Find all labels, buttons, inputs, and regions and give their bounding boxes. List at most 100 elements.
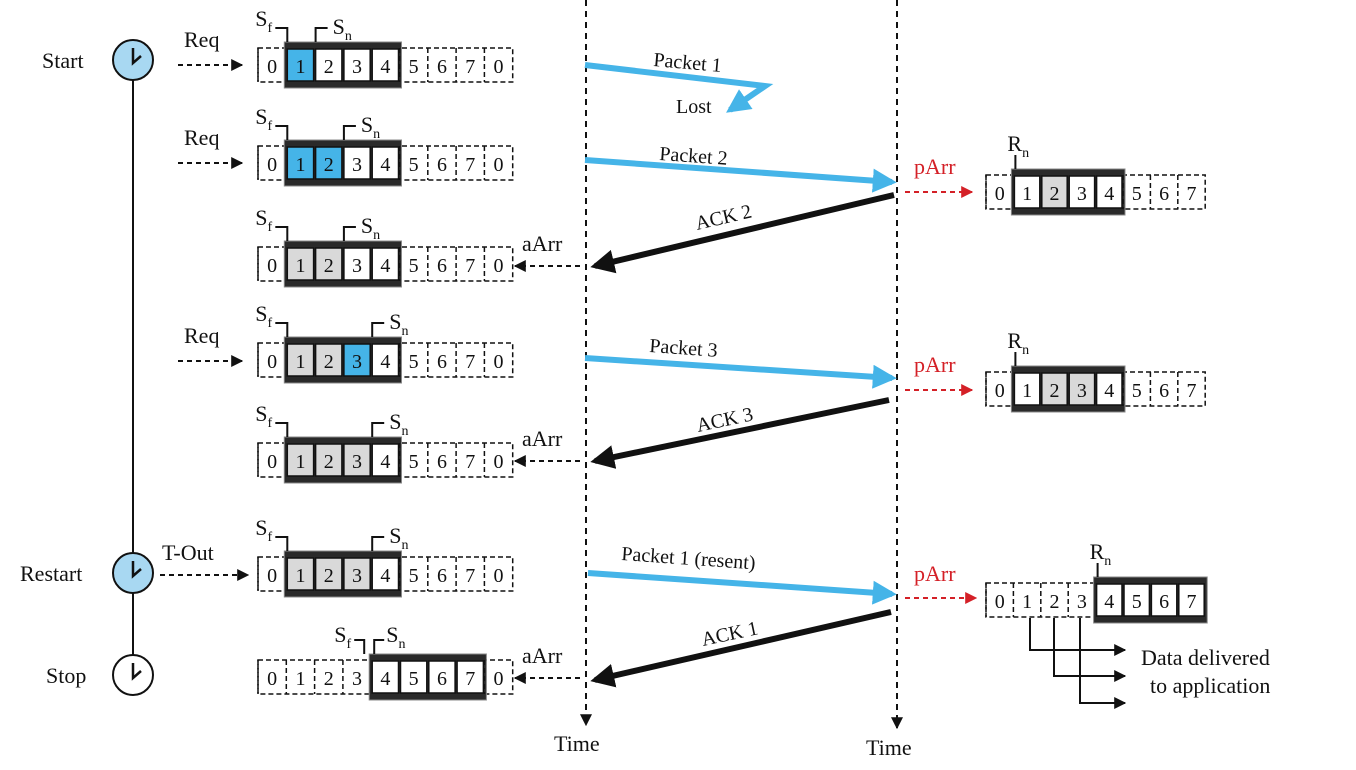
req-label-3: Req [184, 323, 219, 348]
packet-3-arrow [584, 355, 897, 389]
sequence-number: 6 [1159, 183, 1169, 205]
sequence-number: 6 [437, 351, 447, 373]
sequence-number: 0 [267, 451, 277, 473]
window-cell [1095, 175, 1123, 209]
aarr-label-3: aArr [522, 643, 563, 668]
sequence-number: 7 [465, 668, 475, 690]
sequence-number: 2 [324, 451, 334, 473]
window-cell [1178, 583, 1205, 617]
sequence-number: 6 [1159, 380, 1169, 402]
window-cell [286, 443, 315, 477]
window-cell [314, 443, 343, 477]
sequence-number: 1 [1022, 380, 1032, 402]
rn-label: Rn [1090, 539, 1112, 569]
sequence-number: 5 [1132, 183, 1142, 205]
window-cell [1013, 372, 1041, 406]
sequence-number: 2 [324, 565, 334, 587]
sequence-number: 5 [409, 451, 419, 473]
packet-2-label: Packet 2 [659, 143, 729, 170]
sequence-number: 4 [380, 56, 390, 78]
window-cell [371, 48, 400, 82]
window-cell [371, 443, 400, 477]
sn-pointer [371, 322, 385, 337]
sequence-number: 2 [324, 154, 334, 176]
window-cell [371, 343, 400, 377]
sequence-number: 6 [437, 56, 447, 78]
start-label: Start [42, 48, 84, 73]
sequence-number: 5 [1132, 380, 1142, 402]
sequence-number: 0 [494, 565, 504, 587]
sequence-number: 1 [295, 255, 305, 277]
window-cell [286, 48, 315, 82]
window-cell [314, 48, 343, 82]
window-cell [343, 48, 371, 82]
window-cell [1123, 583, 1151, 617]
sequence-number: 2 [1050, 183, 1060, 205]
window-cell [1041, 372, 1068, 406]
time-label-sender: Time [554, 731, 600, 756]
sequence-number: 0 [494, 668, 504, 690]
sequence-number: 6 [437, 154, 447, 176]
window-cell [343, 443, 371, 477]
window-cell [314, 343, 343, 377]
window-cell [343, 343, 371, 377]
sf-label: Sf [255, 104, 272, 134]
window-cell [1013, 175, 1041, 209]
window-cell [286, 557, 315, 591]
ack-2-arrow [590, 192, 895, 274]
window-cell [343, 146, 371, 180]
stop-label: Stop [46, 663, 86, 688]
sequence-number: 1 [295, 565, 305, 587]
sequence-number: 5 [409, 668, 419, 690]
sf-label: Sf [255, 515, 272, 545]
sequence-number: 0 [995, 380, 1005, 402]
packet-1-arrow-lost [584, 62, 774, 113]
restart-label: Restart [20, 561, 82, 586]
sequence-number: 4 [380, 351, 390, 373]
window-cell [286, 146, 315, 180]
sn-pointer [373, 639, 385, 654]
rn-label: Rn [1007, 131, 1029, 161]
sequence-number: 3 [352, 154, 362, 176]
packet-3-label: Packet 3 [649, 335, 719, 362]
sequence-number: 3 [352, 668, 362, 690]
sf-label: Sf [255, 401, 272, 431]
data-delivered-line1: Data delivered [1141, 645, 1270, 670]
sequence-number: 7 [1187, 591, 1197, 613]
sf-label: Sf [334, 622, 351, 652]
sequence-number: 0 [995, 591, 1005, 613]
sf-label: Sf [255, 6, 272, 36]
sequence-number: 2 [324, 351, 334, 373]
sn-label: Sn [361, 112, 380, 142]
sequence-number: 1 [1022, 183, 1032, 205]
sequence-number: 0 [494, 56, 504, 78]
window-cell [371, 660, 400, 694]
sequence-number: 6 [437, 668, 447, 690]
sn-pointer [342, 125, 356, 140]
packet-1-resent-label: Packet 1 (resent) [621, 543, 757, 574]
sequence-number: 5 [409, 154, 419, 176]
sequence-number: 4 [380, 255, 390, 277]
window-cell [371, 146, 400, 180]
sequence-number: 3 [1077, 591, 1087, 613]
sn-label: Sn [361, 213, 380, 243]
aarr-label-2: aArr [522, 426, 563, 451]
sequence-number: 7 [1187, 380, 1197, 402]
window-cell [371, 557, 400, 591]
sf-label: Sf [255, 205, 272, 235]
sequence-number: 1 [295, 451, 305, 473]
sequence-number: 5 [1132, 591, 1142, 613]
sequence-number: 4 [380, 668, 390, 690]
sn-label: Sn [386, 622, 405, 652]
aarr-label-1: aArr [522, 231, 563, 256]
req-label-2: Req [184, 125, 219, 150]
sequence-number: 5 [409, 351, 419, 373]
sf-pointer [275, 322, 289, 337]
lost-label: Lost [676, 96, 712, 118]
sequence-number: 1 [295, 668, 305, 690]
